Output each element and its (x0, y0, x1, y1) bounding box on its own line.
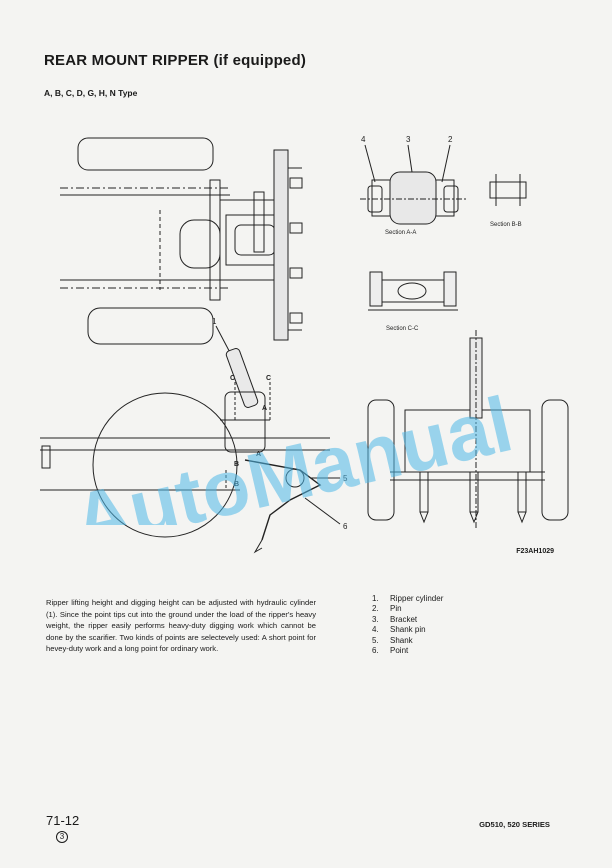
page-title: REAR MOUNT RIPPER (if equipped) (44, 52, 307, 69)
parts-legend: 1. Ripper cylinder 2. Pin 3. Bracket 4. … (372, 594, 443, 656)
legend-item: 1. Ripper cylinder (372, 594, 443, 604)
legend-item: 2. Pin (372, 604, 443, 614)
callout-4: 4 (361, 135, 366, 144)
description-text: Ripper lifting height and digging height… (46, 598, 316, 654)
section-bb: Section B-B (489, 174, 527, 228)
section-letter-b-bottom: B (234, 481, 239, 488)
section-cc-label: Section C-C (386, 326, 419, 332)
revision-badge: 3 (56, 831, 68, 843)
side-view (40, 348, 341, 554)
section-cc: Section C-C (368, 271, 458, 332)
legend-item: 4. Shank pin (372, 625, 443, 635)
section-bb-label: Section B-B (490, 222, 522, 228)
legend-label: Shank (390, 635, 413, 645)
plan-view (60, 137, 303, 363)
section-bb-body (489, 181, 527, 199)
series-label: GD510, 520 SERIES (479, 820, 550, 829)
legend-item: 5. Shank (372, 636, 443, 646)
rear-view (367, 330, 569, 530)
plan-axle (179, 219, 221, 269)
section-aa: Section A-A (360, 144, 466, 236)
callout-2: 2 (448, 135, 453, 144)
legend-number: 3. (372, 614, 379, 624)
section-aa-label: Section A-A (385, 230, 416, 236)
rear-tire-right (541, 399, 569, 521)
legend-number: 4. (372, 625, 379, 635)
legend-number: 6. (372, 646, 379, 656)
legend-label: Pin (390, 604, 402, 614)
legend-number: 5. (372, 635, 379, 645)
page-subtitle: A, B, C, D, G, H, N Type (44, 88, 138, 98)
plan-tire-lower (87, 307, 214, 345)
legend-label: Point (390, 646, 409, 656)
section-letter-a-bottom: A (256, 451, 261, 458)
section-letter-b-top: B (234, 461, 239, 468)
figure-code: F23AH1029 (516, 548, 554, 555)
legend-label: Bracket (390, 614, 418, 624)
legend-label: Shank pin (390, 625, 426, 635)
callout-5: 5 (343, 474, 348, 483)
callout-3: 3 (406, 135, 411, 144)
legend-number: 1. (372, 594, 379, 603)
drawing-svg: Section A-A Section B-B Section C-C (40, 135, 569, 554)
rear-frame (404, 409, 531, 473)
legend-number: 2. (372, 604, 379, 614)
legend-item: 3. Bracket (372, 615, 443, 625)
page-number: 71-12 (46, 813, 80, 828)
legend-label: Ripper cylinder (390, 594, 444, 603)
section-letter-c-left: C (230, 375, 235, 382)
ripper-technical-drawing: Section A-A Section B-B Section C-C (30, 120, 570, 560)
callout-6: 6 (343, 522, 348, 531)
plan-tire-upper (77, 137, 214, 171)
callout-1: 1 (212, 317, 217, 326)
section-letter-a-top: A (262, 405, 267, 412)
section-letter-c-right: C (266, 375, 271, 382)
rear-tire-left (367, 399, 395, 521)
legend-item: 6. Point (372, 646, 443, 656)
side-rear-wheel (92, 392, 238, 538)
